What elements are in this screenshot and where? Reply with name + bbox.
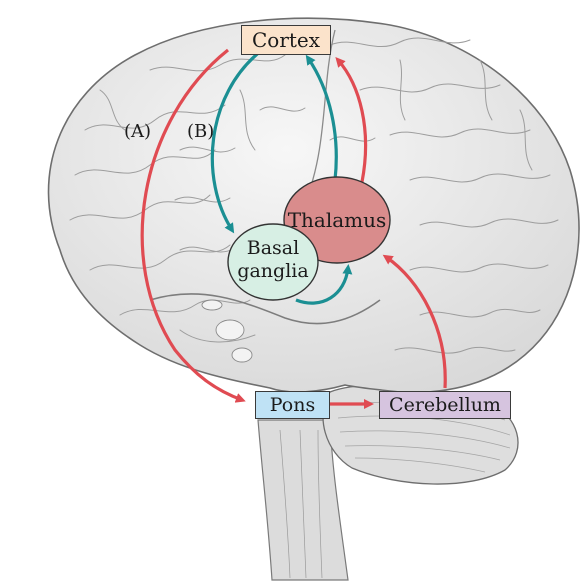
cortex-label-box: Cortex bbox=[241, 25, 331, 55]
pathway-b-basal-ganglia-to-thalamus-arrow bbox=[295, 264, 353, 305]
pathway-a-cerebellum-to-thalamus-arrow bbox=[382, 254, 447, 389]
basal-ganglia-node bbox=[227, 223, 319, 301]
pathway-b-cortex-to-basal-ganglia-arrow bbox=[210, 48, 263, 234]
pathway-b-thalamus-to-cortex-arrow bbox=[305, 54, 338, 181]
thalamus-label: Thalamus bbox=[287, 208, 387, 232]
cerebellum-label: Cerebellum bbox=[389, 394, 501, 416]
pathway-a-thalamus-to-cortex-arrow bbox=[335, 56, 368, 183]
basal-ganglia-label-line2: ganglia bbox=[237, 260, 309, 282]
pathway-a-cortex-to-pons-arrow bbox=[140, 48, 246, 403]
pons-label: Pons bbox=[269, 394, 316, 416]
pons-label-box: Pons bbox=[255, 391, 330, 419]
cortex-label: Cortex bbox=[251, 28, 321, 52]
pathway-a-label: (A) bbox=[124, 121, 152, 142]
pathway-b-label: (B) bbox=[187, 121, 215, 142]
basal-ganglia-label-line1: Basal bbox=[246, 237, 300, 259]
cerebellum-label-box: Cerebellum bbox=[379, 391, 511, 419]
